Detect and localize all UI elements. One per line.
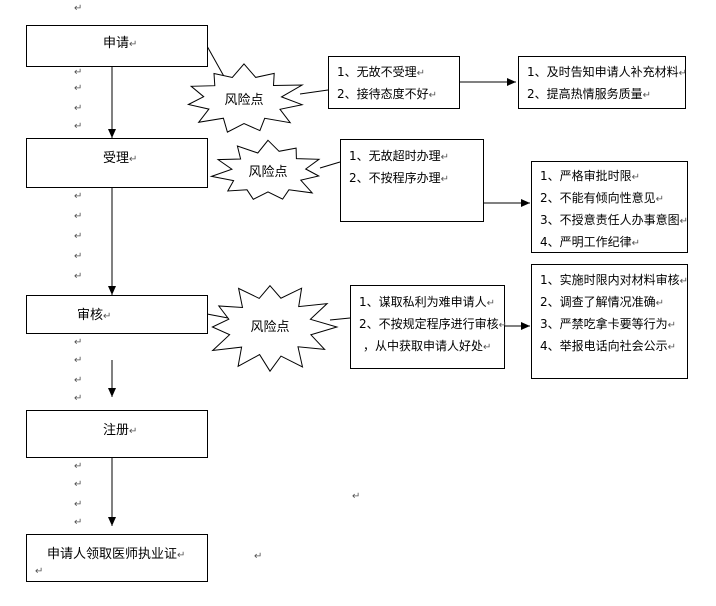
measure-box-apply: 1、及时告知申请人补充材料↵ 2、提高热情服务质量↵ bbox=[518, 56, 687, 109]
return-mark: ↵ bbox=[177, 550, 186, 561]
return-mark: ↵ bbox=[74, 103, 83, 114]
return-mark: ↵ bbox=[74, 355, 83, 366]
return-mark: ↵ bbox=[103, 311, 112, 322]
step-review-label: 审核 bbox=[77, 308, 104, 323]
return-mark: ↵ bbox=[74, 271, 83, 282]
risk-box-accept: 1、无故超时办理↵ 2、不按程序办理↵ bbox=[340, 139, 484, 222]
return-mark: ↵ bbox=[74, 499, 83, 510]
return-mark: ↵ bbox=[254, 551, 263, 562]
risk-burst-accept: 风险点 bbox=[209, 139, 321, 200]
return-mark: ↵ bbox=[74, 231, 83, 242]
measure-list-review: 1、实施时限内对材料审核↵ 2、调查了解情况准确↵ 3、严禁吃拿卡要等行为↵ 4… bbox=[540, 270, 688, 358]
return-mark: ↵ bbox=[74, 67, 83, 78]
risk-list-review: 1、谋取私利为难申请人↵ 2、不按规定程序进行审核↵ ，从中获取申请人好处↵ bbox=[359, 292, 507, 358]
risk-box-apply: 1、无故不受理↵ 2、接待态度不好↵ bbox=[328, 56, 460, 109]
measure-item: 4、举报电话向社会公示↵ bbox=[540, 339, 677, 353]
line-burst-to-risk-apply bbox=[299, 89, 329, 95]
step-receive-box: 申请人领取医师执业证↵ ↵ bbox=[26, 534, 208, 582]
measure-item: 2、不能有倾向性意见↵ bbox=[540, 191, 665, 205]
risk-burst-apply-label: 风险点 bbox=[224, 93, 263, 108]
step-register-label: 注册 bbox=[103, 423, 130, 438]
measure-box-review: 1、实施时限内对材料审核↵ 2、调查了解情况准确↵ 3、严禁吃拿卡要等行为↵ 4… bbox=[531, 264, 688, 379]
line-review-to-burst bbox=[206, 313, 229, 319]
return-mark: ↵ bbox=[129, 426, 138, 437]
measure-item: 2、调查了解情况准确↵ bbox=[540, 295, 665, 309]
step-accept-label: 受理 bbox=[103, 151, 130, 166]
return-mark: ↵ bbox=[74, 393, 83, 404]
measure-item: 1、实施时限内对材料审核↵ bbox=[540, 273, 689, 287]
step-apply-label: 申请 bbox=[103, 36, 130, 51]
risk-item: 1、无故不受理↵ bbox=[337, 65, 426, 79]
step-accept-box: 受理↵ bbox=[26, 138, 208, 188]
return-mark: ↵ bbox=[352, 491, 361, 502]
measure-item: 3、不授意责任人办事意图↵ bbox=[540, 213, 689, 227]
risk-item: 2、不按规定程序进行审核↵ bbox=[359, 317, 508, 331]
return-mark: ↵ bbox=[129, 154, 138, 165]
return-mark: ↵ bbox=[74, 83, 83, 94]
risk-burst-accept-label: 风险点 bbox=[248, 165, 287, 180]
return-mark: ↵ bbox=[74, 191, 83, 202]
step-receive-label: 申请人领取医师执业证 bbox=[47, 547, 178, 562]
risk-item: 2、接待态度不好↵ bbox=[337, 87, 438, 101]
return-mark: ↵ bbox=[74, 337, 83, 348]
step-apply-box: 申请↵ bbox=[26, 25, 208, 67]
risk-item: 1、无故超时办理↵ bbox=[349, 149, 450, 163]
return-mark: ↵ bbox=[74, 121, 83, 132]
measure-item: 2、提高热情服务质量↵ bbox=[527, 87, 652, 101]
measure-item: 4、严明工作纪律↵ bbox=[540, 235, 641, 249]
return-mark: ↵ bbox=[74, 375, 83, 386]
return-mark: ↵ bbox=[129, 39, 138, 50]
line-burst-to-risk-accept bbox=[319, 161, 341, 169]
step-register-box: 注册↵ bbox=[26, 410, 208, 458]
return-mark: ↵ bbox=[74, 211, 83, 222]
risk-box-review: 1、谋取私利为难申请人↵ 2、不按规定程序进行审核↵ ，从中获取申请人好处↵ bbox=[350, 285, 507, 369]
risk-item: ，从中获取申请人好处↵ bbox=[363, 339, 492, 353]
return-mark: ↵ bbox=[74, 479, 83, 490]
return-mark: ↵ bbox=[74, 3, 83, 14]
measure-item: 1、及时告知申请人补充材料↵ bbox=[527, 65, 688, 79]
measure-box-accept: 1、严格审批时限↵ 2、不能有倾向性意见↵ 3、不授意责任人办事意图↵ 4、严明… bbox=[531, 161, 688, 253]
risk-list-accept: 1、无故超时办理↵ 2、不按程序办理↵ bbox=[349, 146, 449, 190]
return-mark: ↵ bbox=[35, 566, 44, 577]
measure-list-accept: 1、严格审批时限↵ 2、不能有倾向性意见↵ 3、不授意责任人办事意图↵ 4、严明… bbox=[540, 166, 688, 254]
risk-list-apply: 1、无故不受理↵ 2、接待态度不好↵ bbox=[337, 62, 437, 106]
risk-item: 1、谋取私利为难申请人↵ bbox=[359, 295, 496, 309]
measure-item: 3、严禁吃拿卡要等行为↵ bbox=[540, 317, 677, 331]
measure-item: 1、严格审批时限↵ bbox=[540, 169, 641, 183]
risk-burst-review-label: 风险点 bbox=[250, 320, 289, 335]
return-mark: ↵ bbox=[74, 251, 83, 262]
line-burst-to-risk-review bbox=[329, 317, 351, 321]
risk-burst-apply: 风险点 bbox=[186, 63, 305, 133]
risk-item: 2、不按程序办理↵ bbox=[349, 171, 450, 185]
measure-list-apply: 1、及时告知申请人补充材料↵ 2、提高热情服务质量↵ bbox=[527, 62, 687, 106]
return-mark: ↵ bbox=[74, 517, 83, 528]
line-apply-to-burst bbox=[206, 45, 227, 81]
step-review-box: 审核↵ bbox=[26, 295, 208, 334]
risk-burst-review: 风险点 bbox=[211, 284, 339, 373]
return-mark: ↵ bbox=[74, 461, 83, 472]
